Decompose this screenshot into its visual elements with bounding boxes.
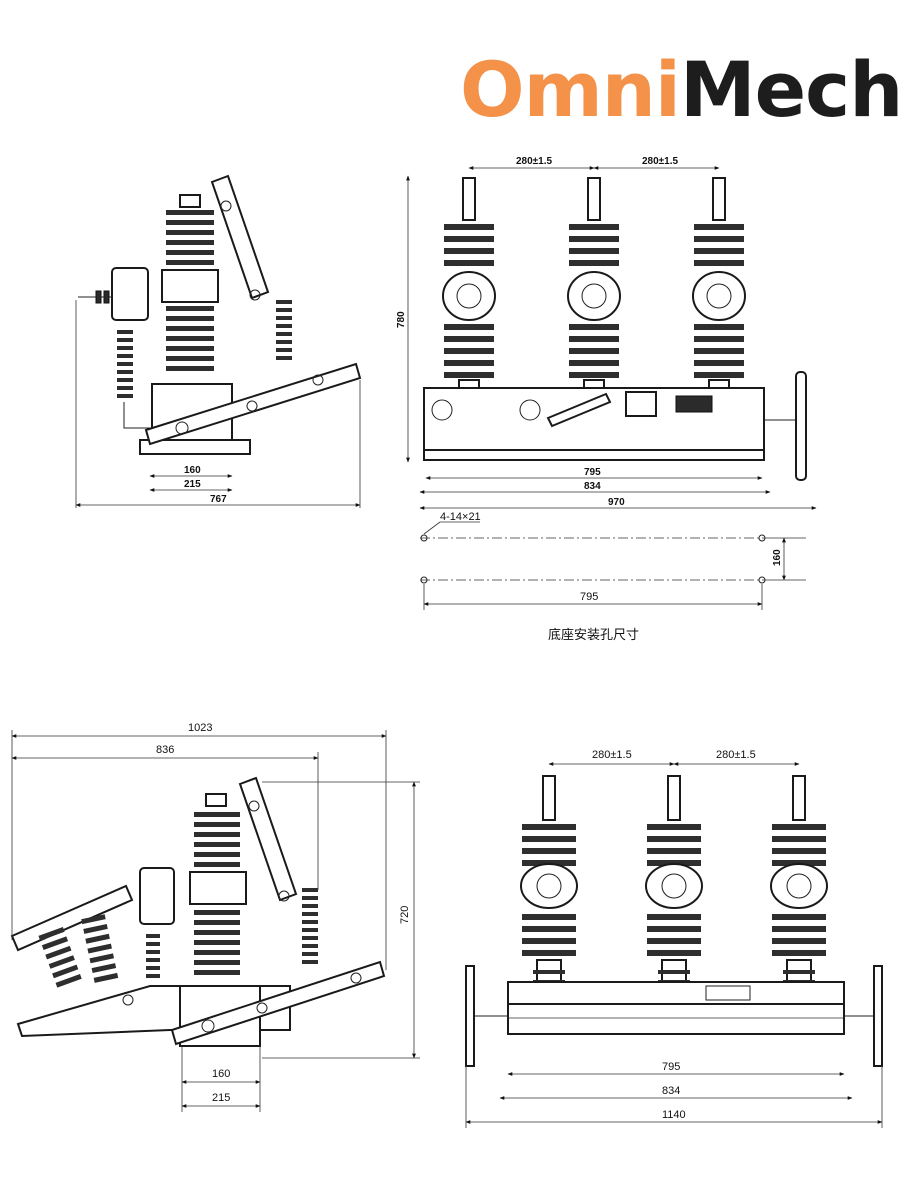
base-hole-plan: 4-14×21 160 795 (420, 511, 806, 610)
insulator-sheds-upper (166, 210, 214, 265)
dim-front-top-height: 780 (396, 311, 407, 328)
insulator-sheds-lower (166, 306, 214, 371)
front-view-bottom: 280±1.5 280±1.5 795 834 1140 (465, 749, 883, 1128)
dim-side-top-767: 767 (210, 494, 227, 505)
dim-side-top-215: 215 (184, 479, 201, 490)
dim-side-top-160: 160 (184, 465, 201, 476)
dim-front-top-795: 795 (584, 467, 601, 478)
front-view-top: 280±1.5 280±1.5 780 795 834 970 (396, 156, 817, 510)
dim-base-depth: 160 (772, 549, 783, 566)
side-view-top: 160 215 767 (75, 174, 362, 508)
dim-side-bottom-160: 160 (212, 1068, 230, 1080)
dim-side-bottom-720: 720 (399, 906, 411, 924)
dim-front-bottom-pitch-2: 280±1.5 (716, 749, 756, 761)
side-view-bottom: 1023 836 720 160 215 (10, 722, 420, 1112)
dim-front-top-834: 834 (584, 481, 601, 492)
dim-front-top-pitch-2: 280±1.5 (642, 156, 679, 167)
dim-front-bottom-pitch-1: 280±1.5 (592, 749, 632, 761)
dim-front-bottom-834: 834 (662, 1085, 680, 1097)
dim-front-bottom-795: 795 (662, 1061, 680, 1073)
dim-base-holes: 4-14×21 (440, 511, 481, 523)
dim-side-bottom-836: 836 (156, 744, 174, 756)
dim-side-bottom-215: 215 (212, 1092, 230, 1104)
base-plan-caption: 底座安装孔尺寸 (548, 628, 640, 643)
dim-front-top-970: 970 (608, 497, 625, 508)
logo-mech: Mech (679, 45, 900, 134)
dim-side-bottom-1023: 1023 (188, 722, 212, 734)
brand-logo: OmniMech (460, 52, 900, 128)
logo-omni: Omni (460, 45, 681, 134)
dim-front-bottom-1140: 1140 (662, 1109, 686, 1121)
dim-base-width: 795 (580, 591, 598, 603)
dim-front-top-pitch-1: 280±1.5 (516, 156, 553, 167)
